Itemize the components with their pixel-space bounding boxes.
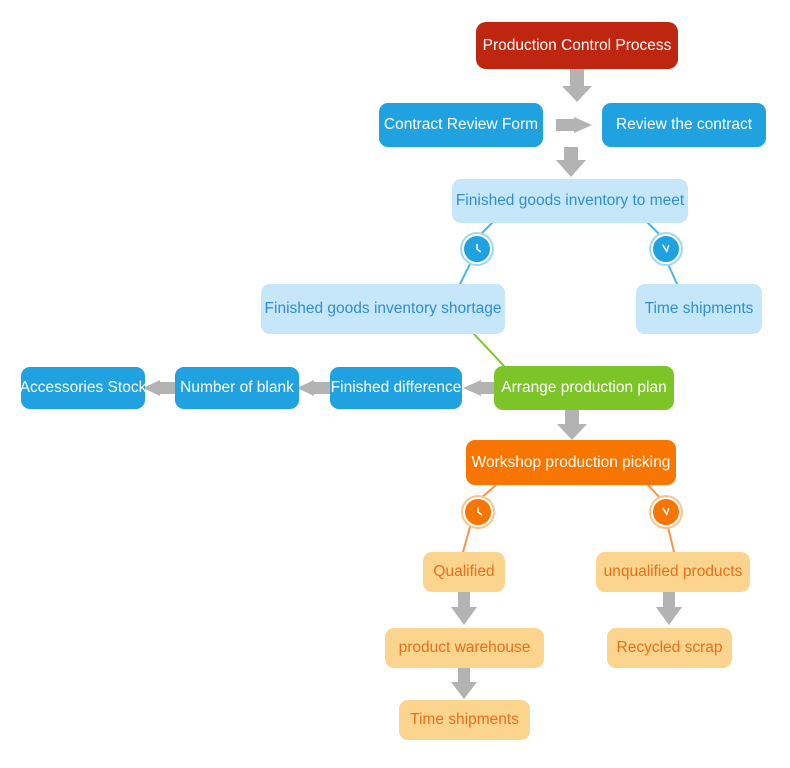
edge-arrow-left-difference-to-blank bbox=[297, 380, 332, 396]
edge-arrow-down-process-to-contract bbox=[562, 69, 592, 102]
clock-icon bbox=[468, 240, 486, 258]
gate-picking-unqualified[interactable] bbox=[651, 497, 681, 527]
edge-arrow-down-warehouse-to-shipments bbox=[451, 668, 477, 699]
edge-line-gate-met-to-shortage bbox=[459, 263, 471, 285]
edge-arrow-right-contract-to-review bbox=[556, 117, 592, 133]
node-finished-goods-inventory-to-meet[interactable]: Finished goods inventory to meet bbox=[452, 179, 688, 223]
edge-arrow-left-blank-to-stock bbox=[143, 380, 178, 396]
node-product-warehouse[interactable]: product warehouse bbox=[385, 628, 544, 668]
gate-inventory-on-time[interactable] bbox=[651, 234, 681, 264]
clock-icon bbox=[469, 503, 487, 521]
node-contract-review-form[interactable]: Contract Review Form bbox=[379, 103, 543, 147]
edge-line-gate-ontime-to-shipments bbox=[667, 263, 678, 285]
node-recycled-scrap[interactable]: Recycled scrap bbox=[607, 628, 732, 668]
gate-inventory-met[interactable] bbox=[462, 234, 492, 264]
edge-line-shortage-to-plan bbox=[473, 333, 505, 367]
edge-line-workshop-to-gate-unqualified bbox=[647, 484, 662, 500]
edge-arrow-down-plan-to-workshop bbox=[557, 410, 587, 440]
node-accessories-stock[interactable]: Accessories Stock bbox=[20, 367, 146, 409]
node-time-shipments-lower[interactable]: Time shipments bbox=[399, 700, 530, 740]
clock-icon bbox=[657, 240, 675, 258]
edge-arrow-down-contract-to-inventory bbox=[556, 147, 586, 177]
node-finished-goods-inventory-shortage[interactable]: Finished goods inventory shortage bbox=[261, 284, 505, 334]
node-arrange-production-plan[interactable]: Arrange production plan bbox=[494, 366, 674, 410]
node-number-of-blank[interactable]: Number of blank bbox=[175, 367, 299, 409]
node-time-shipments-upper[interactable]: Time shipments bbox=[636, 284, 762, 334]
edge-arrow-down-qualified-to-warehouse bbox=[451, 592, 477, 625]
node-qualified[interactable]: Qualified bbox=[423, 552, 505, 592]
gate-picking-qualified[interactable] bbox=[463, 497, 493, 527]
node-production-control-process[interactable]: Production Control Process bbox=[476, 22, 678, 69]
node-finished-difference[interactable]: Finished difference bbox=[330, 367, 462, 409]
clock-icon bbox=[657, 503, 675, 521]
edge-line-inventory-to-gate-ontime bbox=[647, 222, 662, 237]
node-review-the-contract[interactable]: Review the contract bbox=[602, 103, 766, 147]
edge-line-gate-unqualified-to-unqualified bbox=[667, 526, 675, 553]
node-unqualified-products[interactable]: unqualified products bbox=[596, 552, 750, 592]
edge-arrow-down-unqualified-to-scrap bbox=[656, 592, 682, 625]
node-workshop-production-picking[interactable]: Workshop production picking bbox=[466, 440, 676, 485]
edge-line-gate-qualified-to-qualified bbox=[462, 526, 471, 553]
